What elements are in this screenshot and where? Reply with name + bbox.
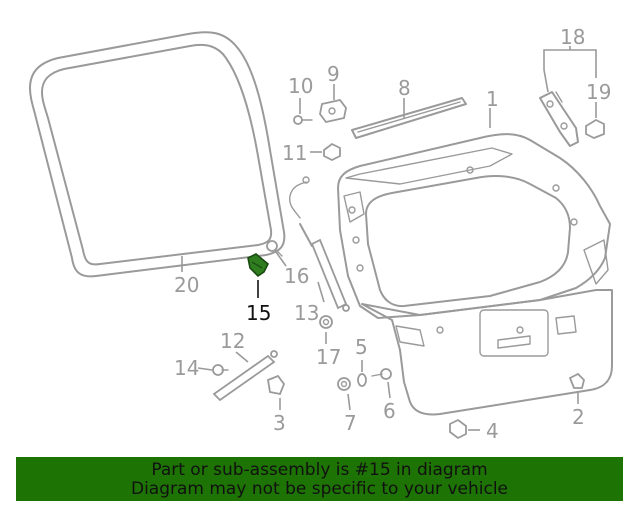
part-strut-13[interactable] [288, 176, 350, 312]
leader-lines [181, 46, 597, 431]
callout-labels: 1 2 3 4 5 6 7 8 9 10 11 12 13 14 15 16 1… [174, 25, 611, 443]
part-bolt-16[interactable] [266, 240, 283, 257]
part-bracket-15[interactable] [247, 253, 269, 278]
callout-19[interactable]: 19 [586, 80, 611, 104]
callout-9[interactable]: 9 [327, 62, 340, 86]
part-hinge-18[interactable] [539, 91, 579, 147]
part-clip-11[interactable] [323, 142, 341, 162]
callout-3[interactable]: 3 [273, 411, 286, 435]
callout-7[interactable]: 7 [344, 411, 357, 435]
part-strut-12[interactable] [212, 350, 278, 402]
part-tailgate-1[interactable] [337, 133, 613, 416]
part-grommet-17[interactable] [319, 315, 333, 329]
callout-12[interactable]: 12 [220, 329, 245, 353]
info-banner: Part or sub-assembly is #15 in diagram D… [16, 457, 623, 501]
part-cushion-2[interactable] [568, 372, 585, 389]
callout-15[interactable]: 15 [246, 301, 271, 325]
callout-17[interactable]: 17 [316, 345, 341, 369]
callout-16[interactable]: 16 [284, 264, 309, 288]
part-bolt-6[interactable] [371, 368, 392, 380]
callout-2[interactable]: 2 [572, 405, 585, 429]
banner-line-part: Part or sub-assembly is #15 in diagram [151, 460, 488, 480]
callout-8[interactable]: 8 [398, 76, 411, 100]
callout-20[interactable]: 20 [174, 273, 199, 297]
part-weatherstrip-20[interactable] [29, 31, 286, 278]
part-garnish-8[interactable] [351, 97, 467, 139]
callout-18[interactable]: 18 [560, 25, 585, 49]
part-clip-3[interactable] [266, 374, 286, 396]
part-nut-14[interactable] [212, 364, 229, 376]
callout-13[interactable]: 13 [294, 301, 319, 325]
callout-11[interactable]: 11 [282, 141, 307, 165]
callout-4[interactable]: 4 [486, 419, 499, 443]
part-screw-10[interactable] [293, 115, 313, 125]
part-stop-4[interactable] [449, 418, 467, 440]
part-washer-5[interactable] [357, 373, 367, 387]
part-bracket-9[interactable] [319, 98, 347, 124]
callout-14[interactable]: 14 [174, 356, 199, 380]
part-nut-7[interactable] [337, 377, 351, 391]
callout-10[interactable]: 10 [288, 74, 313, 98]
banner-line-disclaimer: Diagram may not be specific to your vehi… [130, 479, 508, 499]
callout-6[interactable]: 6 [383, 399, 396, 423]
callout-1[interactable]: 1 [486, 87, 499, 111]
part-bolt-19[interactable] [585, 118, 605, 139]
callout-5[interactable]: 5 [355, 335, 368, 359]
